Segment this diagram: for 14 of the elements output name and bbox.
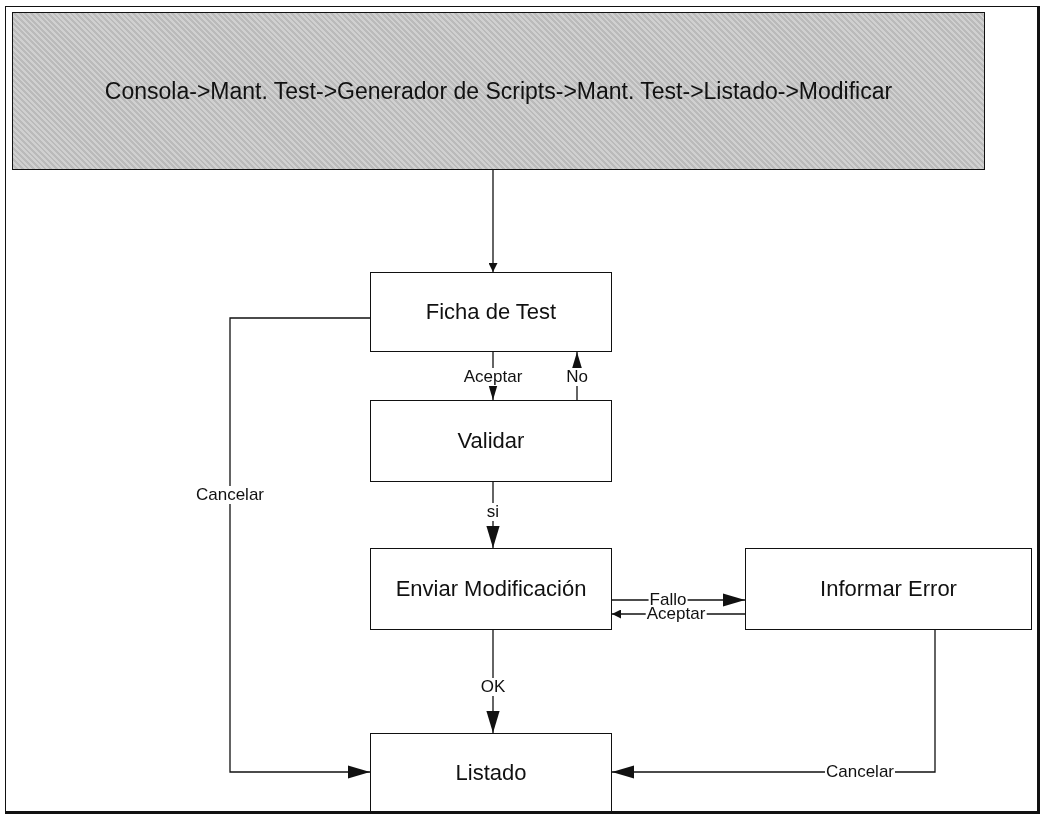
breadcrumb-banner: Consola->Mant. Test->Generador de Scripts->Mant. Test->Listado->Modificar bbox=[12, 12, 985, 170]
arrow bbox=[488, 169, 498, 273]
process-box: Enviar Modificación bbox=[370, 548, 612, 630]
edge-label: Cancelar bbox=[195, 486, 265, 504]
edge-label: No bbox=[565, 368, 589, 386]
edge-label: Aceptar bbox=[645, 605, 707, 623]
process-box: Informar Error bbox=[745, 548, 1032, 630]
arrow bbox=[229, 317, 371, 779]
process-box: Ficha de Test bbox=[370, 272, 612, 352]
process-box: Validar bbox=[370, 400, 612, 482]
process-box: Listado bbox=[370, 733, 612, 812]
edge-label: Aceptar bbox=[462, 368, 524, 386]
edge-label: OK bbox=[479, 678, 507, 696]
edge-label: si bbox=[485, 503, 501, 521]
